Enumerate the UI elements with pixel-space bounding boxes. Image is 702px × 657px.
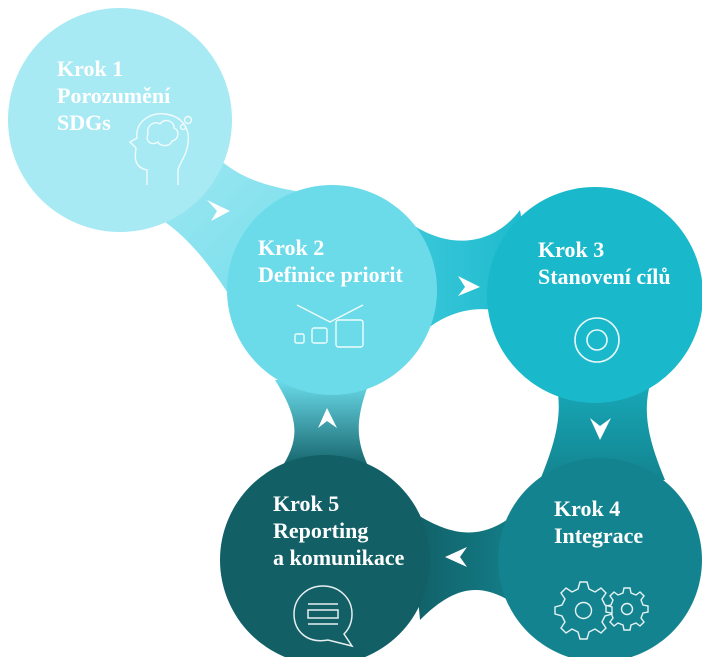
step2-label-line2: Definice priorit <box>258 262 403 287</box>
gears-icon <box>554 581 649 640</box>
connector-5-2 <box>275 380 370 470</box>
priority-boxes-icon <box>294 304 364 348</box>
speech-bubble-icon <box>293 585 354 648</box>
step1-label-line1: Krok 1 <box>57 56 124 81</box>
step3-circle <box>487 187 702 403</box>
step5-label-line3: a komunikace <box>273 545 405 570</box>
step4-label-line1: Krok 4 <box>554 496 621 521</box>
step1-label: Krok 1 Porozumění SDGs <box>57 55 170 136</box>
step4-label: Krok 4 Integrace <box>554 495 643 549</box>
right-arrow <box>458 276 480 296</box>
step3-label-line2: Stanovení cílů <box>538 264 671 289</box>
step5-label: Krok 5 Reporting a komunikace <box>273 490 404 571</box>
right-arrow <box>207 200 230 221</box>
step1-circle <box>8 8 232 232</box>
step5-circle <box>220 455 430 657</box>
up-arrow <box>318 408 337 428</box>
step3-label-line1: Krok 3 <box>538 237 605 262</box>
step4-circle <box>498 458 702 657</box>
left-arrow <box>445 547 467 567</box>
step4-label-line2: Integrace <box>554 523 644 548</box>
step1-label-line2: Porozumění <box>57 83 171 108</box>
step5-label-line1: Krok 5 <box>273 491 340 516</box>
target-icon <box>574 317 620 363</box>
step2-circle <box>227 185 437 395</box>
step2-label-line1: Krok 2 <box>258 235 325 260</box>
step1-label-line3: SDGs <box>57 110 111 135</box>
step5-label-line2: Reporting <box>273 518 369 543</box>
step2-label: Krok 2 Definice priorit <box>258 234 403 288</box>
step3-label: Krok 3 Stanovení cílů <box>538 236 671 290</box>
down-arrow <box>590 418 611 440</box>
head-brain-icon <box>128 113 193 185</box>
